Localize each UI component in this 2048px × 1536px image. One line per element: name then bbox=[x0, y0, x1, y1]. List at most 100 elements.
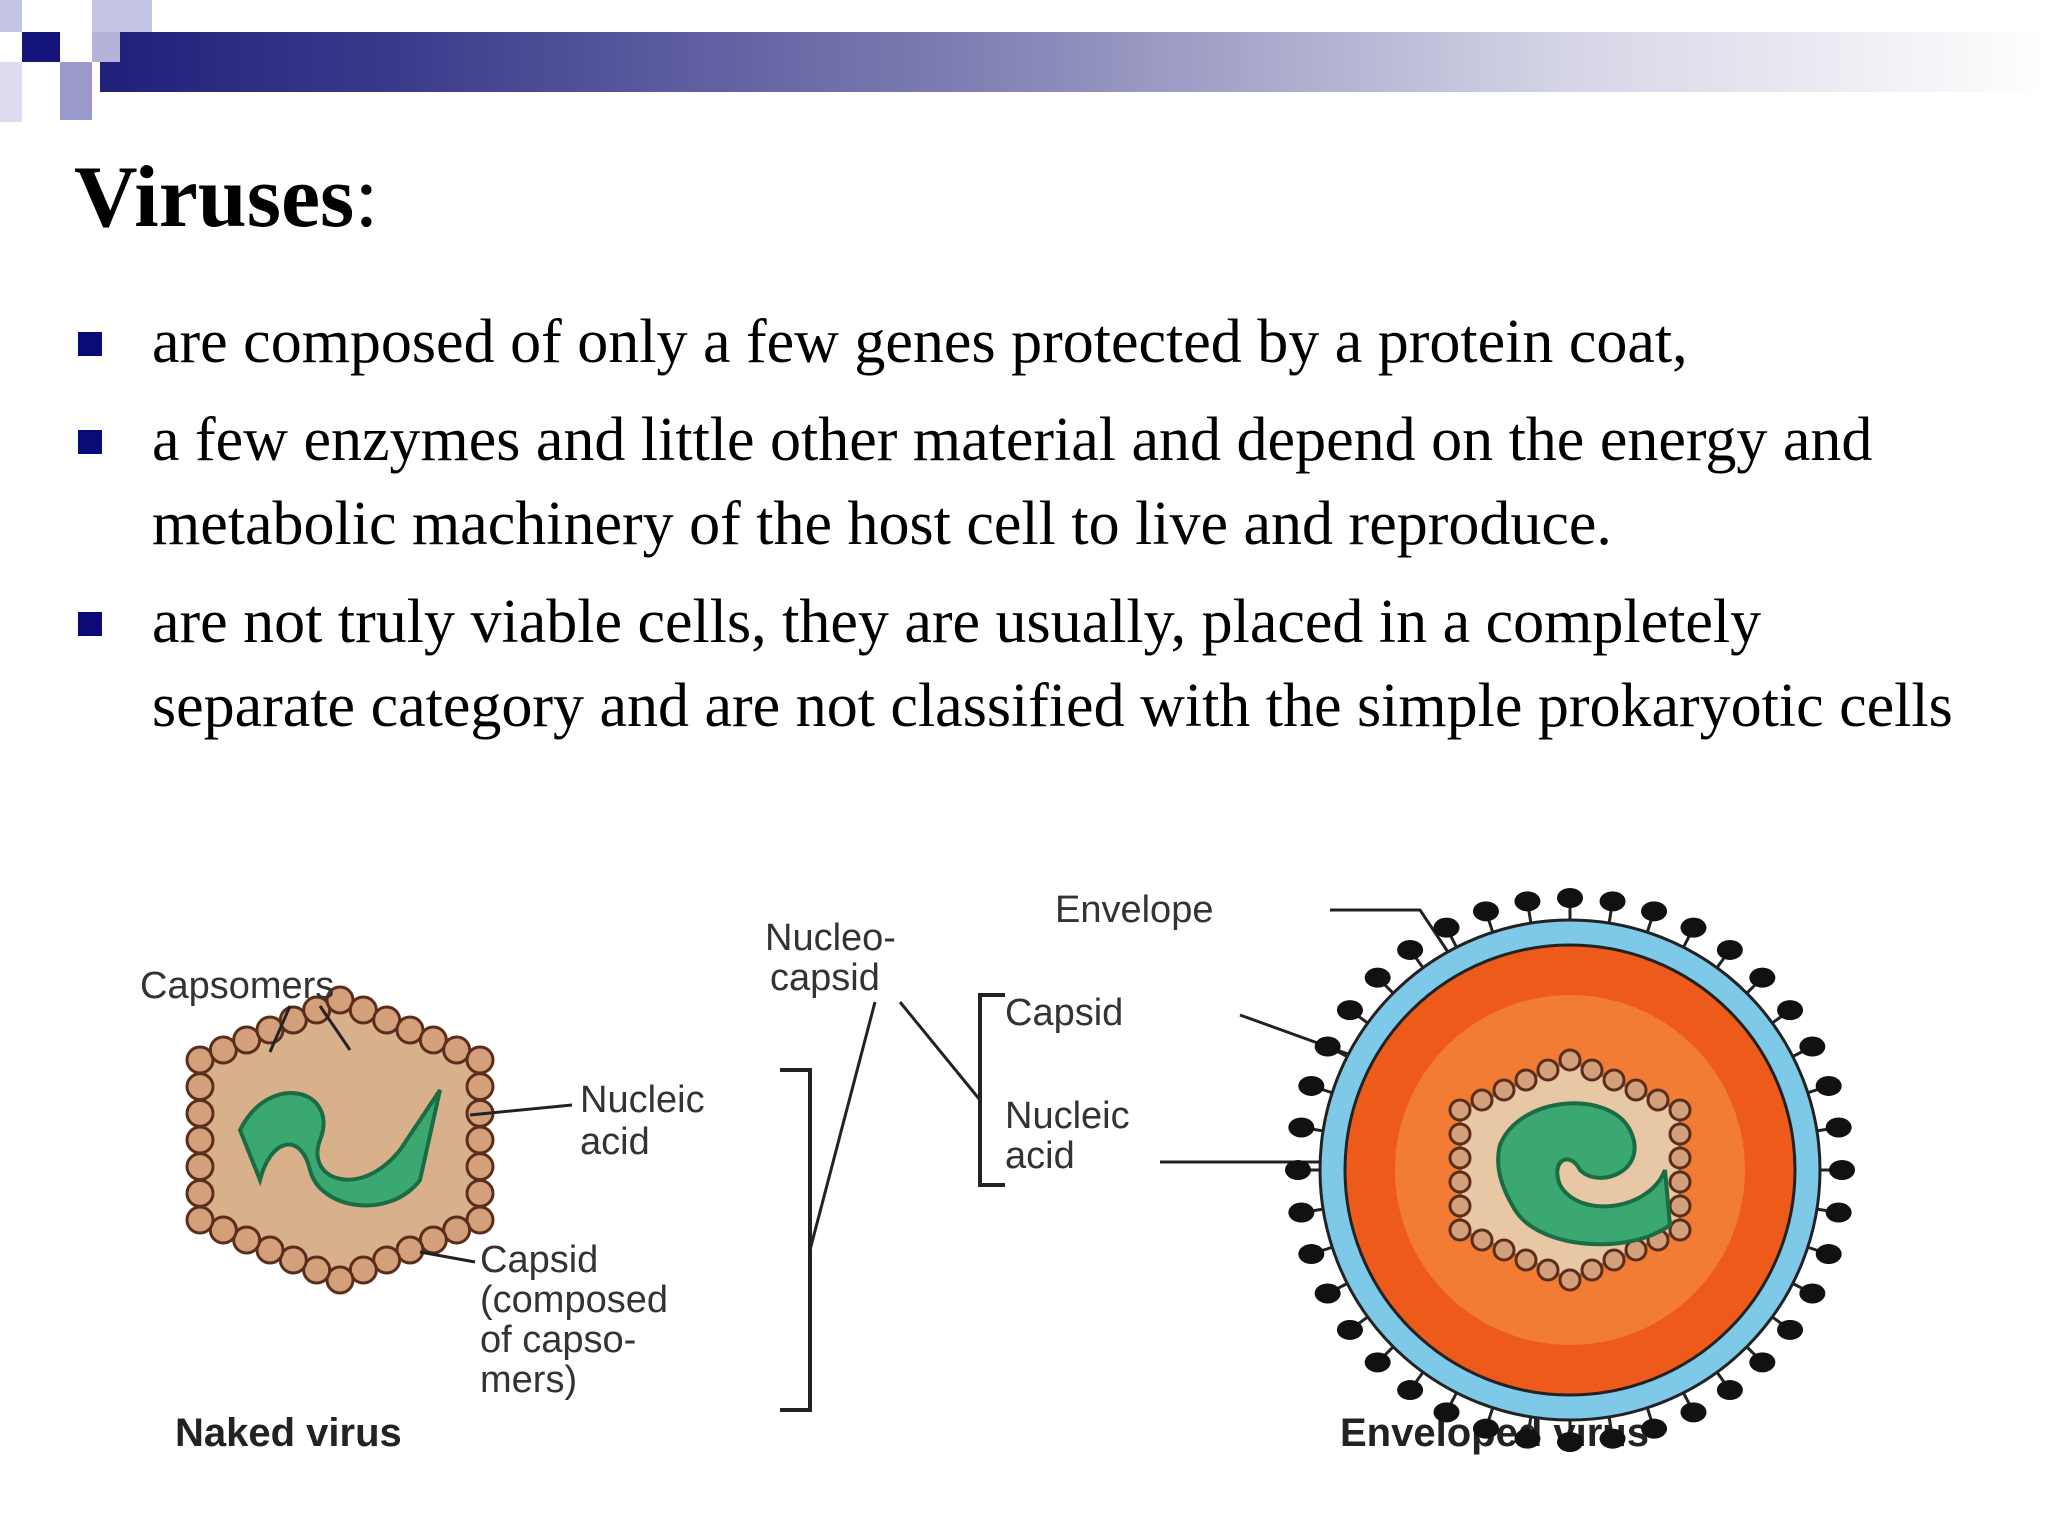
spike bbox=[1314, 1036, 1341, 1057]
spike bbox=[1336, 1000, 1363, 1021]
nucleocapsid-label: Nucleo- bbox=[765, 917, 896, 959]
leader-line bbox=[268, 1005, 292, 1053]
capsomer bbox=[1624, 1078, 1648, 1102]
header-square-light bbox=[92, 32, 120, 62]
capsomer bbox=[1580, 1058, 1604, 1082]
bullet-item: are composed of only a few genes protect… bbox=[74, 300, 1974, 384]
capsomer bbox=[1492, 1078, 1516, 1102]
capsomer bbox=[1602, 1248, 1626, 1272]
spike bbox=[1829, 1160, 1855, 1180]
capsomer bbox=[1580, 1258, 1604, 1282]
capsomer bbox=[1646, 1088, 1670, 1112]
leader-line bbox=[808, 1001, 877, 1251]
nucleic-acid-label: Nucleic bbox=[580, 1079, 705, 1121]
spike bbox=[1815, 1244, 1842, 1265]
spike bbox=[1298, 1244, 1325, 1265]
nucleocapsid-label: capsid bbox=[770, 957, 880, 999]
spike bbox=[1285, 1160, 1311, 1180]
spike bbox=[1397, 939, 1424, 960]
enveloped-nucleic-acid bbox=[1496, 1101, 1673, 1247]
capsomer bbox=[1492, 1238, 1516, 1262]
capsid-label: (composed bbox=[480, 1279, 668, 1321]
spike bbox=[1288, 1202, 1315, 1223]
capsomer bbox=[465, 1152, 495, 1182]
envelope-spikes bbox=[1285, 888, 1855, 1452]
capsomer bbox=[1536, 1258, 1560, 1282]
capsomer bbox=[185, 1098, 215, 1128]
capsomers-label: Capsomers bbox=[140, 965, 334, 1007]
capsomer bbox=[1668, 1218, 1692, 1242]
spike bbox=[1314, 1283, 1341, 1304]
header-square-lavender bbox=[92, 0, 152, 32]
header-square-lavender bbox=[60, 62, 92, 120]
spike bbox=[1799, 1036, 1826, 1057]
spike bbox=[1599, 1428, 1626, 1449]
spike bbox=[1514, 1428, 1541, 1449]
capsomer bbox=[1558, 1048, 1582, 1072]
spike bbox=[1557, 1432, 1583, 1452]
capsomer bbox=[465, 1072, 495, 1102]
capsid-bracket bbox=[978, 993, 1005, 1187]
spike bbox=[1777, 1319, 1804, 1340]
capsomer bbox=[1668, 1170, 1692, 1194]
spike bbox=[1472, 901, 1499, 922]
spike bbox=[1777, 1000, 1804, 1021]
capsomer bbox=[1536, 1058, 1560, 1082]
slide-title: Viruses: bbox=[74, 149, 379, 246]
square-bullet-icon bbox=[78, 332, 102, 356]
spike bbox=[1680, 1402, 1707, 1423]
spike bbox=[1680, 917, 1707, 938]
capsomer bbox=[1448, 1122, 1472, 1146]
capsomer bbox=[1668, 1122, 1692, 1146]
leader-line bbox=[419, 1250, 476, 1264]
spike bbox=[1799, 1283, 1826, 1304]
naked-nucleic-acid bbox=[237, 1088, 442, 1208]
leader-line bbox=[898, 1001, 982, 1101]
enveloped-nucleic-acid-label: acid bbox=[1005, 1135, 1075, 1177]
capsomer bbox=[1514, 1248, 1538, 1272]
bullet-item: a few enzymes and little other material … bbox=[74, 398, 1974, 566]
capsomer bbox=[185, 1205, 215, 1235]
spike bbox=[1825, 1117, 1852, 1138]
capsomer bbox=[1448, 1218, 1472, 1242]
spike bbox=[1641, 901, 1668, 922]
spike bbox=[1364, 967, 1391, 988]
capsomer bbox=[1668, 1194, 1692, 1218]
spike bbox=[1641, 1418, 1668, 1439]
enveloped-virus bbox=[1285, 888, 1855, 1452]
capsomer bbox=[185, 1072, 215, 1102]
leader-line bbox=[318, 1005, 352, 1051]
spike bbox=[1599, 891, 1626, 912]
spike bbox=[1749, 967, 1776, 988]
enveloped-nucleic-acid-label: Nucleic bbox=[1005, 1095, 1130, 1137]
capsid-label: of capso- bbox=[480, 1319, 636, 1361]
capsomer bbox=[1448, 1146, 1472, 1170]
header-square-lavender bbox=[0, 62, 22, 122]
square-bullet-icon bbox=[78, 430, 102, 454]
capsid-label: mers) bbox=[480, 1359, 577, 1401]
envelope-label: Envelope bbox=[1055, 889, 1213, 931]
bullet-item: are not truly viable cells, they are usu… bbox=[74, 580, 1974, 748]
capsomer bbox=[1470, 1228, 1494, 1252]
spike bbox=[1749, 1352, 1776, 1373]
capsomer bbox=[1558, 1268, 1582, 1292]
capsomer bbox=[1668, 1146, 1692, 1170]
bullet-list: are composed of only a few genes protect… bbox=[74, 300, 1974, 762]
capsomer bbox=[1448, 1098, 1472, 1122]
spike bbox=[1298, 1075, 1325, 1096]
capsomer bbox=[1514, 1068, 1538, 1092]
spike bbox=[1433, 1402, 1460, 1423]
enveloped-capsid-label: Capsid bbox=[1005, 992, 1123, 1034]
capsomer bbox=[465, 1178, 495, 1208]
capsomer bbox=[1602, 1068, 1626, 1092]
square-bullet-icon bbox=[78, 612, 102, 636]
naked-virus bbox=[185, 985, 495, 1295]
spike bbox=[1397, 1380, 1424, 1401]
header-square-lavender bbox=[0, 0, 22, 32]
capsomer bbox=[185, 1125, 215, 1155]
spike bbox=[1364, 1352, 1391, 1373]
nucleocapsid-bracket bbox=[780, 1068, 812, 1412]
virus-diagram: Capsomers Nucleic acid Capsid (composed … bbox=[140, 888, 1855, 1455]
spike bbox=[1815, 1075, 1842, 1096]
